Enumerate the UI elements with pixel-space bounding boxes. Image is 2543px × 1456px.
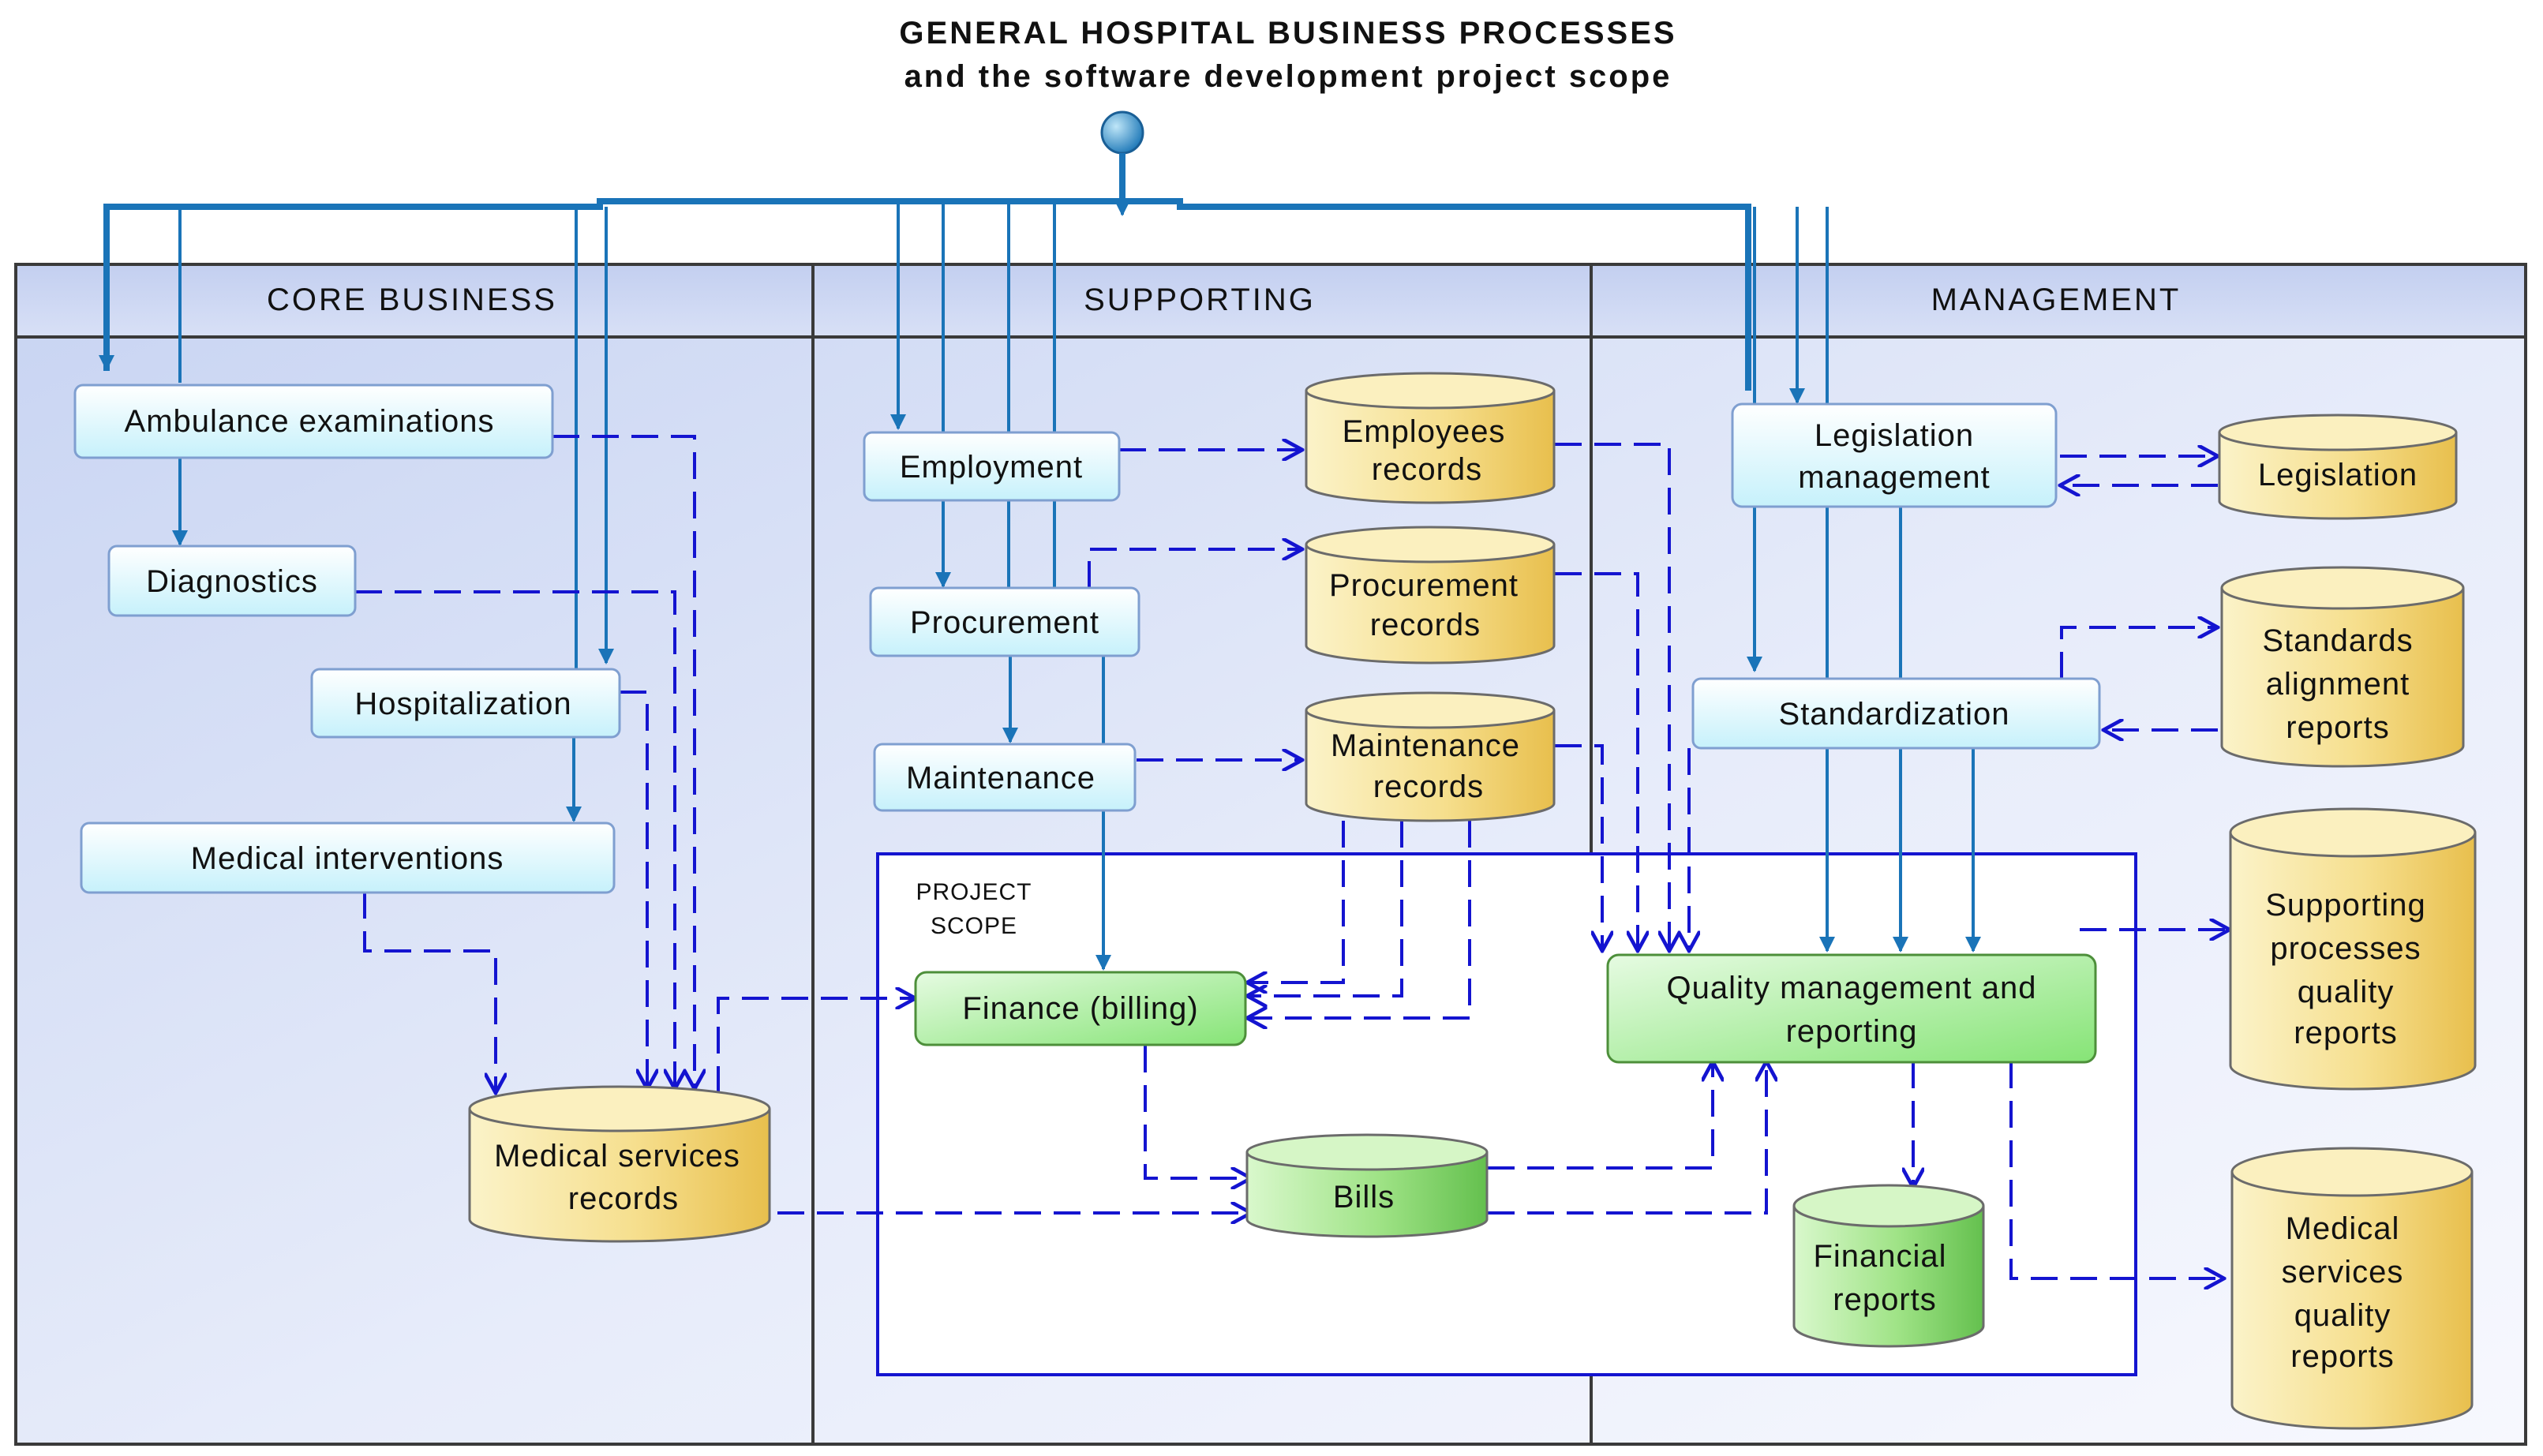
store-medical-services-records[interactable]: Medical services records — [468, 1085, 771, 1243]
data-finance-to-bills — [1144, 1046, 1251, 1178]
svg-text:Financial: Financial — [1813, 1239, 1946, 1274]
distribution-bar — [103, 198, 1751, 391]
data-medical-records-to-finance — [717, 998, 916, 1093]
store-procurement-records[interactable]: Procurement records — [1305, 526, 1556, 664]
data-interventions-to-medical-records — [363, 892, 496, 1093]
store-medical-services-quality-reports[interactable]: Medical services quality reports — [2230, 1147, 2474, 1430]
project-scope-label-line2: SCOPE — [931, 913, 1017, 939]
svg-text:Finance (billing): Finance (billing) — [962, 991, 1198, 1026]
start-node — [1100, 110, 1144, 155]
svg-text:Bills: Bills — [1333, 1180, 1395, 1215]
svg-text:Standards: Standards — [2262, 623, 2413, 658]
svg-text:records: records — [1373, 769, 1484, 804]
svg-text:Ambulance examinations: Ambulance examinations — [125, 404, 495, 439]
control-flows — [99, 110, 1981, 971]
lane-supporting: SUPPORTING — [1084, 283, 1316, 317]
data-flows — [355, 435, 2230, 1278]
data-diagnostics-to-medical-records — [355, 590, 675, 1089]
project-scope-label-line1: PROJECT — [916, 879, 1032, 905]
svg-text:Medical interventions: Medical interventions — [191, 841, 504, 876]
svg-text:Legislation: Legislation — [1815, 418, 1974, 453]
svg-text:reports: reports — [2286, 710, 2390, 745]
data-bills-to-quality-b — [1488, 1061, 1766, 1215]
store-legislation[interactable]: Legislation — [2218, 414, 2458, 520]
store-supporting-processes-quality-reports[interactable]: Supporting processes quality reports — [2229, 807, 2477, 1091]
data-maintenance-records-to-finance-b — [1247, 821, 1403, 996]
svg-text:Legislation: Legislation — [2258, 458, 2418, 492]
process-diagnostics[interactable]: Diagnostics — [107, 545, 357, 617]
process-hospitalization[interactable]: Hospitalization — [310, 668, 621, 739]
svg-text:records: records — [1370, 608, 1481, 642]
store-employees-records[interactable]: Employees records — [1305, 372, 1556, 504]
store-standards-alignment-reports[interactable]: Standards alignment reports — [2220, 566, 2465, 768]
process-standardization[interactable]: Standardization — [1691, 677, 2101, 750]
lane-header-band — [16, 264, 2526, 337]
process-quality-management[interactable]: Quality management and reporting — [1606, 953, 2097, 1064]
data-standardization-to-standards-reports — [2060, 627, 2218, 679]
data-maintenance-records-to-finance-c — [1247, 821, 1471, 1018]
store-maintenance-records[interactable]: Maintenance records — [1305, 691, 1556, 822]
svg-text:reporting: reporting — [1786, 1014, 1918, 1049]
store-bills[interactable]: Bills — [1245, 1133, 1489, 1238]
data-employees-records-to-quality — [1555, 443, 1669, 951]
lane-core-business: CORE BUSINESS — [267, 283, 557, 317]
svg-text:Medical services: Medical services — [494, 1139, 740, 1173]
data-hospitalization-to-medical-records — [620, 691, 647, 1089]
data-quality-to-medical-quality-reports — [2009, 1061, 2224, 1278]
data-procurement-to-procurement-records — [1088, 549, 1302, 588]
svg-text:reports: reports — [1833, 1282, 1937, 1317]
svg-text:records: records — [1372, 452, 1482, 487]
project-scope-box — [876, 852, 2137, 1376]
process-ambulance-examinations[interactable]: Ambulance examinations — [73, 384, 554, 459]
svg-text:reports: reports — [2290, 1339, 2395, 1374]
svg-text:management: management — [1798, 460, 1990, 495]
data-maintenance-records-to-quality — [1555, 744, 1602, 951]
svg-text:alignment: alignment — [2266, 667, 2410, 702]
process-employment[interactable]: Employment — [863, 431, 1121, 502]
svg-text:Standardization: Standardization — [1779, 697, 2010, 732]
svg-text:Maintenance: Maintenance — [906, 761, 1095, 795]
svg-text:Procurement: Procurement — [1329, 568, 1519, 603]
svg-text:Diagnostics: Diagnostics — [146, 564, 318, 599]
data-ambulance-to-medical-records — [552, 435, 695, 1089]
process-nodes: Ambulance examinations Diagnostics Hospi… — [73, 384, 2101, 1064]
process-legislation-management[interactable]: Legislation management — [1731, 402, 2058, 508]
lane-management: MANAGEMENT — [1931, 283, 2182, 317]
title-line1: GENERAL HOSPITAL BUSINESS PROCESSES — [899, 16, 1676, 51]
process-procurement[interactable]: Procurement — [869, 586, 1140, 657]
data-stores: Employees records Procurement records Ma… — [468, 372, 2477, 1430]
svg-text:Maintenance: Maintenance — [1331, 728, 1520, 763]
svg-text:services: services — [2282, 1255, 2404, 1289]
svg-text:Medical: Medical — [2286, 1211, 2400, 1246]
svg-text:processes: processes — [2270, 931, 2421, 966]
project-scope: PROJECT SCOPE — [876, 852, 2137, 1376]
diagram-title: GENERAL HOSPITAL BUSINESS PROCESSES and … — [899, 16, 1676, 94]
svg-text:quality: quality — [2294, 1298, 2391, 1333]
data-maintenance-records-to-finance-a — [1247, 821, 1345, 983]
svg-text:Employees: Employees — [1343, 414, 1506, 449]
svg-text:Employment: Employment — [900, 450, 1083, 485]
svg-text:records: records — [568, 1181, 679, 1216]
data-bills-to-quality-a — [1488, 1061, 1713, 1170]
title-line2: and the software development project sco… — [904, 59, 1672, 94]
store-financial-reports[interactable]: Financial reports — [1792, 1184, 1985, 1348]
svg-text:reports: reports — [2294, 1016, 2398, 1050]
process-medical-interventions[interactable]: Medical interventions — [80, 822, 616, 894]
svg-text:Quality management and: Quality management and — [1667, 971, 2037, 1005]
svg-text:Supporting: Supporting — [2265, 888, 2425, 923]
svg-text:Procurement: Procurement — [910, 605, 1099, 640]
svg-text:Hospitalization: Hospitalization — [354, 687, 571, 721]
process-maintenance[interactable]: Maintenance — [873, 743, 1137, 812]
lane-frame — [14, 263, 2527, 1446]
svg-text:quality: quality — [2298, 975, 2395, 1009]
data-procurement-records-to-quality — [1555, 572, 1638, 951]
process-finance-billing[interactable]: Finance (billing) — [914, 971, 1247, 1046]
